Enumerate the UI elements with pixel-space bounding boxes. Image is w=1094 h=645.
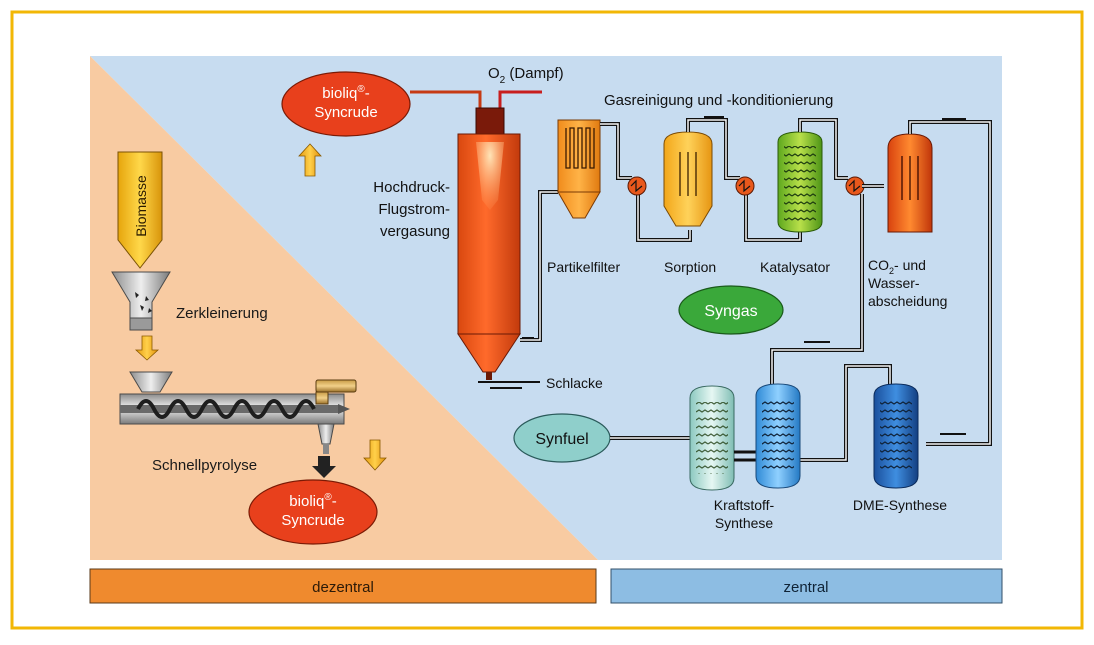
heat-exchanger-icon [627, 176, 647, 196]
zone-decentral [90, 56, 598, 560]
central-label: zentral [783, 579, 828, 596]
co2-water-separator [887, 133, 933, 233]
co2-label: CO2- und [868, 257, 926, 276]
syngas-oval: Syngas [678, 285, 784, 335]
biomass-label: Biomasse [133, 175, 149, 237]
gasifier-label-2: Flugstrom- [378, 201, 450, 218]
gasifier-reactor [457, 107, 540, 389]
sorption-label: Sorption [664, 259, 716, 275]
svg-text:bioliq®-: bioliq®- [289, 492, 336, 510]
decentral-label: dezentral [312, 579, 374, 596]
syngas-label: Syngas [704, 303, 757, 320]
dme-synthesis-label: DME-Synthese [853, 497, 947, 513]
water-label-1: Wasser- [868, 275, 920, 291]
comminution-label: Zerkleinerung [176, 305, 268, 322]
fuel-synthesis-reactor [689, 383, 801, 491]
catalyst-vessel [777, 131, 823, 233]
comminution-funnel [111, 271, 171, 331]
pyrolysis-label: Schnellpyrolyse [152, 457, 257, 474]
syncrude-feed-line [410, 90, 482, 110]
svg-text:bioliq®-: bioliq®- [322, 84, 369, 102]
syncrude-name: Syncrude [281, 512, 344, 529]
pyrolysis-reactor [119, 371, 357, 454]
arrow-up-icon [298, 143, 322, 177]
catalyst-label: Katalysator [760, 259, 830, 275]
central-bar [610, 568, 1003, 604]
water-label-2: abscheidung [868, 293, 947, 309]
arrow-down-icon [363, 439, 387, 471]
dme-synthesis-reactor [873, 383, 919, 489]
slag-label: Schlacke [546, 375, 603, 391]
oxygen-label: O2 (Dampf) [488, 65, 564, 86]
gasifier-label-1: Hochdruck- [373, 179, 450, 196]
particle-filter [557, 119, 601, 219]
syncrude-brand: bioliq [289, 493, 324, 510]
oxygen-feed-line [498, 90, 542, 110]
arrow-down-icon [134, 335, 160, 361]
fuel-synthesis-label-2: Synthese [715, 515, 774, 531]
decentral-bar [89, 568, 597, 604]
gas-cleaning-title: Gasreinigung und -konditionierung [604, 92, 833, 109]
heat-exchanger-icon [845, 176, 865, 196]
heat-exchanger-icon [735, 176, 755, 196]
syncrude-oval-top: bioliq®- Syncrude [281, 71, 411, 137]
particle-filter-label: Partikelfilter [547, 259, 620, 275]
synfuel-label: Synfuel [535, 431, 588, 448]
svg-text:Syncrude: Syncrude [314, 104, 377, 121]
biomass-arrow: Biomasse [117, 151, 163, 269]
arrow-down-black-icon [312, 456, 336, 478]
synfuel-oval: Synfuel [513, 413, 611, 463]
fuel-synthesis-label-1: Kraftstoff- [714, 497, 775, 513]
sorption-vessel [663, 131, 713, 227]
gasifier-label-3: vergasung [380, 223, 450, 240]
syncrude-oval-bottom: bioliq®- Syncrude [248, 479, 378, 545]
